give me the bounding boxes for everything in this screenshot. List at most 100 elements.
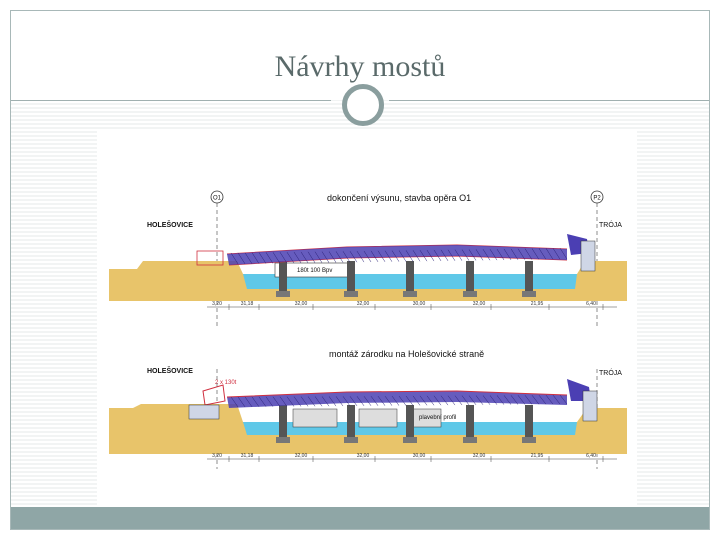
dimension-label: 31,18 bbox=[241, 453, 254, 459]
truss-diagonal bbox=[419, 395, 428, 406]
top-left-crane bbox=[196, 250, 224, 266]
bottom-piers bbox=[276, 405, 536, 443]
bottom-truss-top-chord bbox=[226, 390, 568, 398]
truss-diagonal bbox=[370, 250, 379, 263]
pier-footing bbox=[344, 291, 358, 297]
truss-diagonal bbox=[230, 396, 239, 408]
truss-diagonal bbox=[356, 396, 365, 407]
top-panel-caption: dokončení výsunu, stavba opěra O1 bbox=[327, 193, 471, 203]
truss-diagonal bbox=[447, 249, 456, 261]
truss-diagonal bbox=[559, 394, 568, 405]
truss-diagonal bbox=[538, 248, 547, 260]
truss-diagonal bbox=[426, 249, 435, 262]
pier bbox=[279, 405, 287, 437]
title-rule-left bbox=[11, 100, 331, 101]
truss-diagonal bbox=[461, 395, 470, 406]
pier bbox=[279, 261, 287, 291]
truss-diagonal bbox=[335, 396, 344, 407]
truss-diagonal bbox=[293, 396, 302, 407]
bottom-truss bbox=[227, 391, 567, 408]
truss-diagonal bbox=[307, 396, 316, 407]
top-right-bank-label: TRÓJA bbox=[599, 220, 622, 229]
truss-diagonal bbox=[489, 395, 498, 405]
pier bbox=[525, 405, 533, 437]
truss-diagonal bbox=[461, 249, 470, 261]
top-left-marker-label: O1 bbox=[213, 196, 222, 202]
truss-diagonal bbox=[356, 250, 365, 263]
bottom-scaffold-2 bbox=[358, 408, 398, 428]
truss-diagonal bbox=[272, 252, 281, 264]
truss-diagonal bbox=[538, 395, 547, 405]
dimension-label: 32,00 bbox=[473, 301, 486, 307]
truss-diagonal bbox=[349, 396, 358, 407]
truss-diagonal bbox=[349, 251, 358, 263]
top-annotation-load: 180t 100 Bpv bbox=[297, 268, 332, 274]
truss-diagonal bbox=[510, 248, 519, 260]
truss-diagonal bbox=[503, 395, 512, 405]
pier-footing bbox=[276, 291, 290, 297]
pier bbox=[347, 261, 355, 291]
slide-title: Návrhy mostů bbox=[274, 50, 446, 83]
truss-diagonal bbox=[524, 395, 533, 405]
bridge-drawing-svg: dokončení výsunu, stavba opěra O1 HOLEŠO… bbox=[109, 190, 627, 469]
dimension-label: 32,00 bbox=[295, 301, 308, 307]
truss-diagonal bbox=[545, 248, 554, 260]
truss-diagonal bbox=[314, 251, 323, 263]
truss-diagonal bbox=[503, 248, 512, 261]
truss-diagonal bbox=[384, 395, 393, 406]
truss-diagonal bbox=[279, 396, 288, 407]
truss-diagonal bbox=[258, 252, 267, 264]
dimension-label: 32,00 bbox=[357, 453, 370, 459]
pier bbox=[347, 405, 355, 437]
truss-diagonal bbox=[517, 248, 526, 260]
truss-diagonal bbox=[328, 251, 337, 263]
truss-diagonal bbox=[286, 251, 295, 264]
footer-bar bbox=[11, 507, 709, 529]
truss-diagonal bbox=[468, 395, 477, 406]
truss-diagonal bbox=[440, 395, 449, 406]
truss-diagonal bbox=[370, 396, 379, 406]
pier-footing bbox=[276, 437, 290, 443]
pier bbox=[406, 261, 414, 291]
dimension-label: 30,00 bbox=[413, 301, 426, 307]
truss-diagonal bbox=[251, 252, 260, 264]
top-right-abutment bbox=[580, 240, 596, 272]
truss-diagonal bbox=[475, 395, 484, 405]
truss-diagonal bbox=[552, 248, 561, 260]
bottom-truss-web bbox=[230, 394, 568, 408]
bottom-right-abutment bbox=[582, 390, 598, 422]
truss-diagonal bbox=[426, 395, 435, 406]
top-left-bank-label: HOLEŠOVICE bbox=[147, 220, 193, 229]
dimension-label: 6,40 bbox=[586, 301, 596, 307]
truss-diagonal bbox=[531, 248, 540, 260]
truss-diagonal bbox=[237, 252, 246, 264]
bottom-left-abutment bbox=[188, 404, 220, 420]
truss-diagonal bbox=[384, 250, 393, 262]
truss-diagonal bbox=[531, 395, 540, 405]
truss-diagonal bbox=[496, 248, 505, 261]
truss-diagonal bbox=[447, 395, 456, 406]
pier-footing bbox=[403, 437, 417, 443]
bottom-annotation-navigation: plavební profil bbox=[419, 415, 456, 421]
top-piers bbox=[276, 261, 536, 297]
truss-diagonal bbox=[307, 251, 316, 263]
truss-diagonal bbox=[419, 250, 428, 262]
pier bbox=[466, 261, 474, 291]
top-panel: dokončení výsunu, stavba opěra O1 HOLEŠO… bbox=[109, 190, 627, 329]
dimension-label: 32,00 bbox=[295, 453, 308, 459]
bottom-left-bank-label: HOLEŠOVICE bbox=[147, 366, 193, 375]
truss-diagonal bbox=[468, 249, 477, 261]
truss-diagonal bbox=[258, 396, 267, 407]
truss-diagonal bbox=[293, 251, 302, 264]
truss-diagonal bbox=[482, 249, 491, 261]
truss-diagonal bbox=[272, 396, 281, 407]
truss-diagonal bbox=[510, 395, 519, 405]
dimension-label: 31,18 bbox=[241, 301, 254, 307]
slide: Návrhy mostů dokončení výsunu, stavba op… bbox=[10, 10, 710, 530]
dimension-label: 30,00 bbox=[413, 453, 426, 459]
dimension-label: 32,00 bbox=[473, 453, 486, 459]
dimension-label: 3,20 bbox=[212, 453, 222, 459]
truss-diagonal bbox=[237, 396, 246, 408]
truss-diagonal bbox=[391, 395, 400, 406]
